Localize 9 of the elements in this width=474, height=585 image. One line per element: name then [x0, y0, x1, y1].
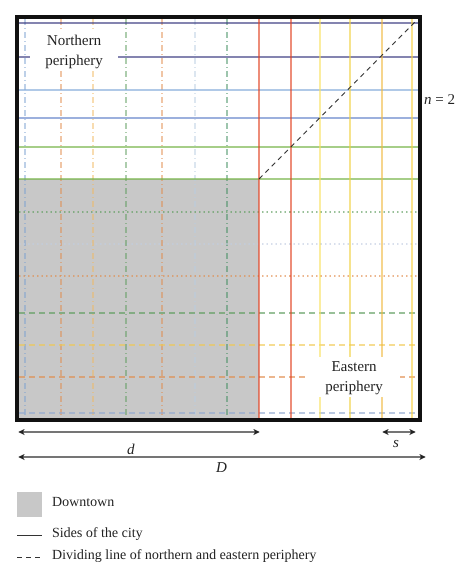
legend-text: Sides of the city: [52, 526, 143, 542]
legend-text: Downtown: [52, 495, 114, 511]
region-label: Eastern periphery: [308, 357, 400, 397]
legend-text: Dividing line of northern and eastern periphery: [52, 548, 316, 564]
dimension-label: D: [216, 459, 227, 478]
region-label: Northern periphery: [30, 31, 118, 71]
variable-label: n = 2: [424, 91, 455, 110]
dimension-label: s: [393, 434, 399, 453]
dimension-label: d: [127, 441, 134, 460]
